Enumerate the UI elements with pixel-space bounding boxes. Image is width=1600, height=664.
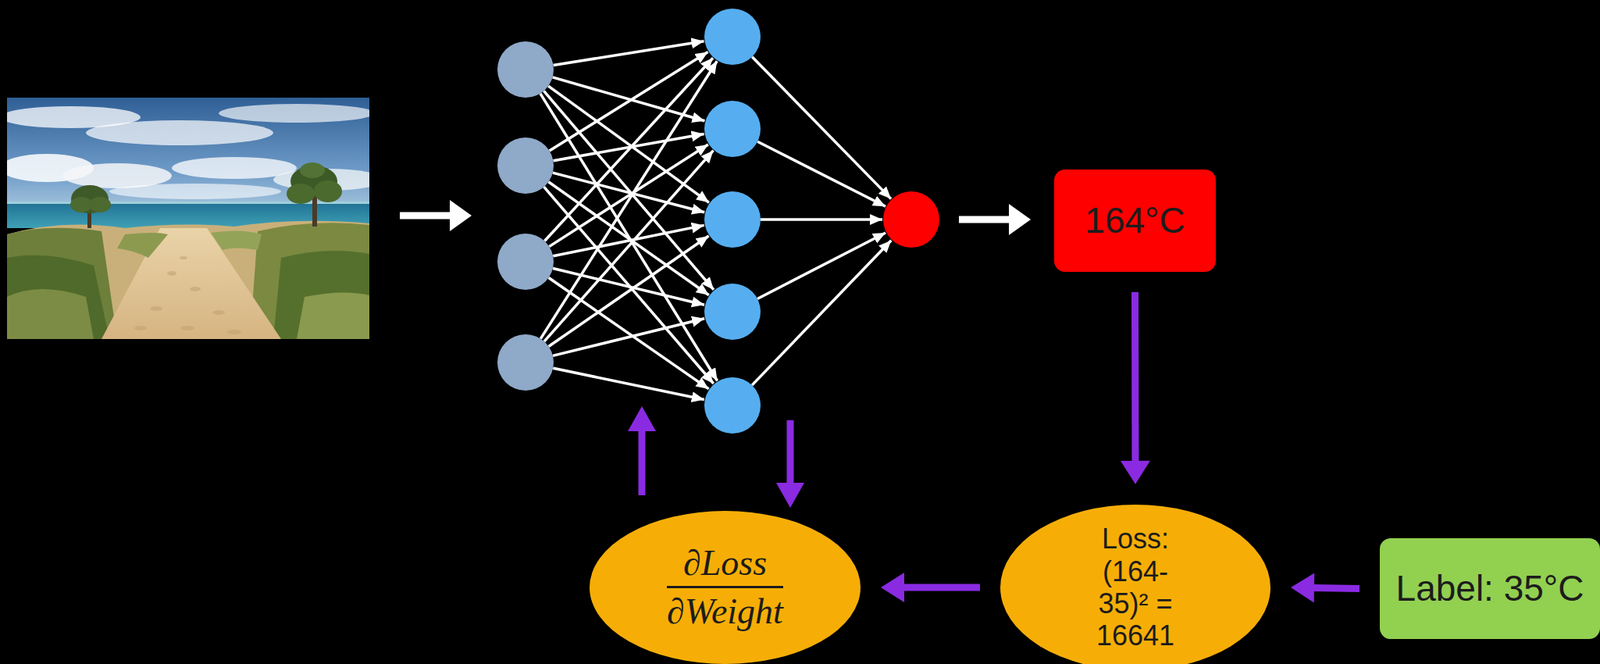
gradient-ellipse: ∂Loss ∂Weight <box>589 510 861 664</box>
flow-arrow <box>399 199 472 232</box>
loss-ellipse: Loss: (164-35)² = 16641 <box>1000 504 1271 664</box>
node-label: 164°C <box>1084 199 1185 242</box>
connector-line <box>902 583 980 591</box>
connector-line <box>1131 292 1139 463</box>
prediction-box: 164°C <box>1054 169 1216 272</box>
flow-connector <box>1290 573 1360 603</box>
node-label: Loss: (164-35)² = 16641 <box>1096 522 1175 653</box>
input-neurons <box>497 41 554 391</box>
arrow-head <box>880 572 905 603</box>
gradient-arrow <box>776 420 805 508</box>
hidden-neurons <box>704 8 761 434</box>
connector-line <box>1312 587 1360 588</box>
fraction: ∂Loss ∂Weight <box>666 542 784 633</box>
fraction-denominator: ∂Weight <box>666 591 784 633</box>
label-box: Label: 35°C <box>1379 538 1600 639</box>
fraction-bar <box>666 585 784 588</box>
node-label: Label: 35°C <box>1396 567 1585 610</box>
flow-arrow <box>958 203 1031 236</box>
fraction-numerator: ∂Loss <box>683 542 767 585</box>
arrow-head <box>1290 573 1315 603</box>
flow-connector <box>1120 292 1151 485</box>
network-connections <box>540 41 891 400</box>
flow-connector <box>880 572 980 603</box>
update-arrow <box>627 406 656 496</box>
arrow-head <box>1120 460 1151 485</box>
beach-photo <box>7 97 370 339</box>
output-neuron <box>883 191 940 248</box>
